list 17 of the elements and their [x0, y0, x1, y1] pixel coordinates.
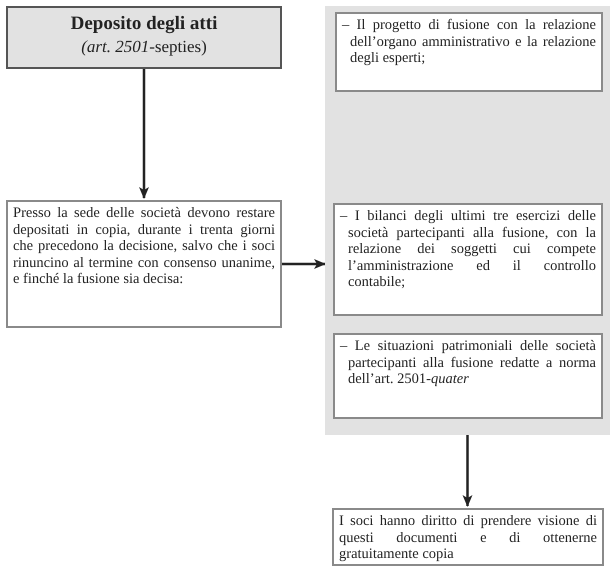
arrow: [139, 69, 149, 199]
body-text: – Le situazioni patrimoniali delle società partecipanti alla fusione redatte a norma dell’art. 2501-quater: [340, 338, 596, 388]
text-box: [333, 333, 603, 419]
subtitle-text: (art. 2501-septies): [80, 36, 208, 58]
body-text: I soci hanno diritto di prendere visione di questi documenti e di ottenerne gratuitamente copia: [339, 513, 597, 562]
text-box: [6, 200, 282, 328]
title-box: [6, 6, 282, 69]
body-text: – I bilanci degli ultimi tre esercizi delle società partecipanti alla fusione, con la relazione dei soggetti cui compete l’amministrazione ed il controllo contabile;: [340, 208, 596, 290]
text-box: [333, 203, 603, 316]
arrow: [462, 435, 472, 507]
group-panel: [325, 6, 610, 435]
body-text: Presso la sede delle società devono restare depositati in copia, durante i trenta giorni che precedono la decisione, salvo che i soci rinuncino al termine con consenso unanime, e finché la fusione sia decisa:: [13, 205, 275, 288]
text-box: [335, 12, 603, 92]
body-text: – Il progetto di fusione con la relazione dell’organo amministrativo e la relazione degli esperti;: [342, 17, 596, 66]
title-text: Deposito degli atti: [70, 12, 218, 36]
arrow: [282, 259, 326, 269]
text-box: [332, 508, 604, 566]
